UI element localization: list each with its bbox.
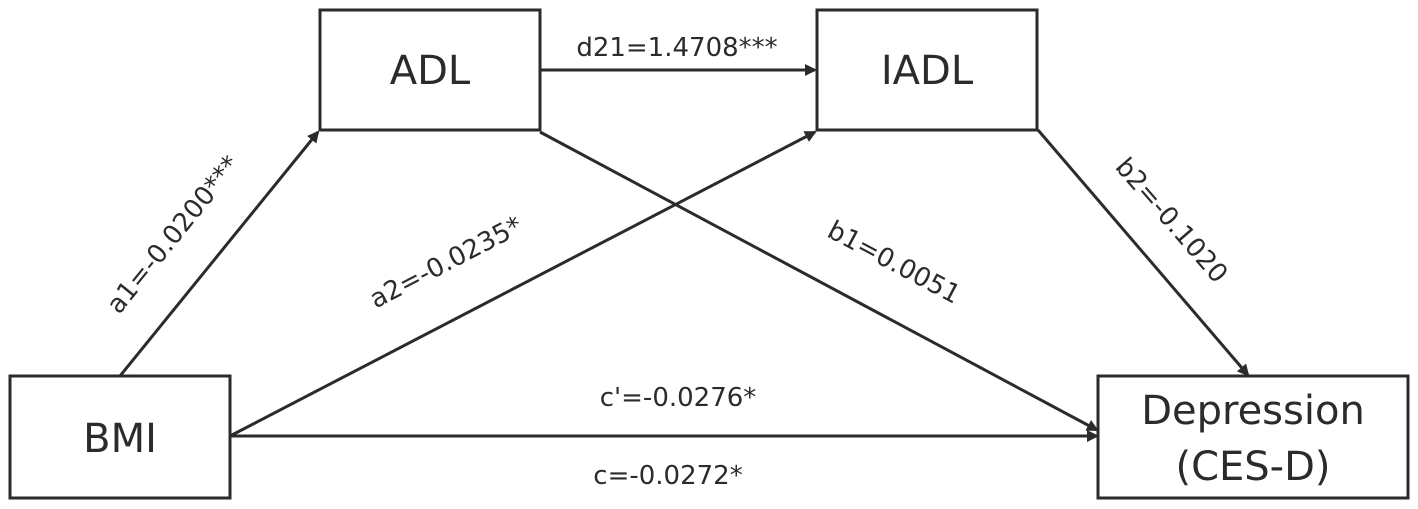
edges [118,64,1250,442]
edge-bmi-to-iadl [229,130,817,438]
node-iadl: IADL [815,8,1039,132]
label-a1: a1=-0.0200*** [101,150,246,319]
node-depression-line2: (CES-D) [1175,444,1330,490]
node-depression-box [1096,374,1410,500]
node-bmi-label: BMI [83,416,157,462]
node-depression-line1: Depression [1141,388,1365,434]
edge-labels: d21=1.4708*** a1=-0.0200*** a2=-0.0235* … [101,33,1233,491]
edge-bmi-to-adl [118,130,320,377]
node-depression: Depression (CES-D) [1096,374,1410,500]
label-a2: a2=-0.0235* [365,211,528,315]
label-c: c=-0.0272* [593,461,742,491]
node-bmi: BMI [8,374,232,500]
edge-iadl-to-depression [1036,129,1250,377]
label-d21: d21=1.4708*** [576,33,777,63]
edge-adl-to-depression [539,130,1099,432]
node-bmi-box [8,374,232,500]
node-adl-box [318,8,542,132]
label-b2: b2=-0.1020 [1109,152,1233,289]
label-c-prime: c'=-0.0276* [600,383,757,413]
node-adl: ADL [318,8,542,132]
node-iadl-box [815,8,1039,132]
node-adl-label: ADL [390,48,471,94]
node-iadl-label: IADL [881,48,974,94]
